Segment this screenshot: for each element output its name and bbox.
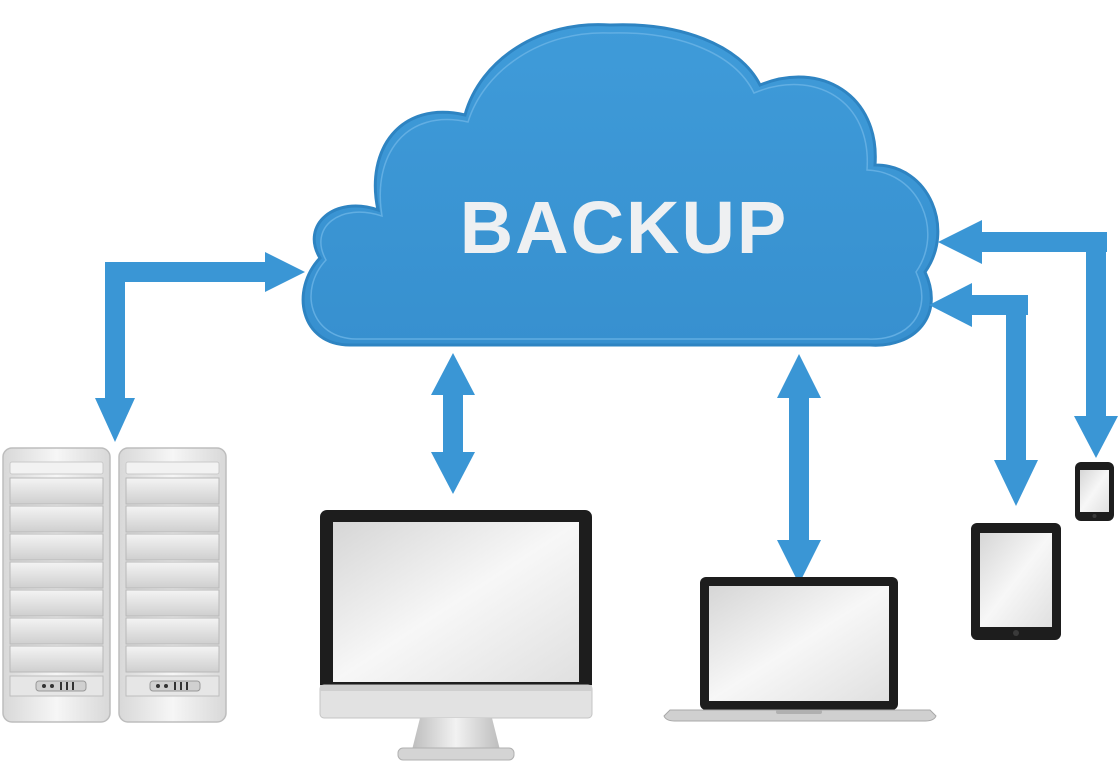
tablet-icon [971, 523, 1061, 640]
arrow-phone-to-cloud [938, 220, 1118, 458]
desktop-monitor-icon [319, 510, 593, 761]
smartphone-icon [1075, 462, 1114, 521]
laptop-icon [663, 577, 937, 722]
arrow-tablet-to-cloud [929, 283, 1038, 506]
arrow-servers-to-cloud [95, 252, 305, 442]
cloud-icon [301, 23, 940, 347]
cloud-label: BACKUP [460, 186, 789, 269]
server-rack-icon [2, 447, 227, 723]
server-unit-right [118, 447, 227, 723]
arrow-laptop-to-cloud [777, 354, 821, 584]
server-unit-left [2, 447, 111, 723]
arrow-desktop-to-cloud [431, 353, 475, 494]
